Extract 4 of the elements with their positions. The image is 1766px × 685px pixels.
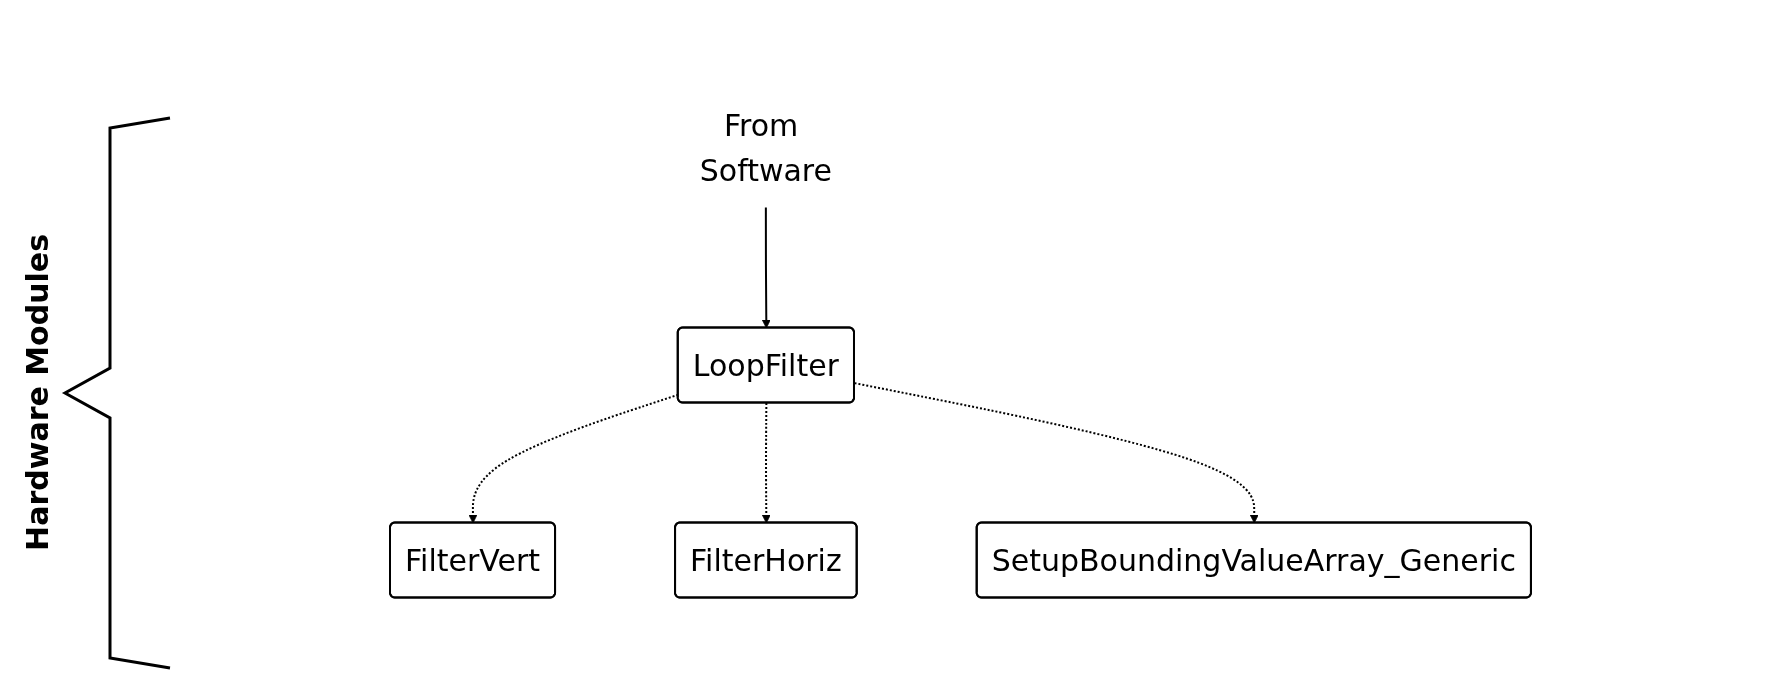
arrow (761, 402, 771, 524)
arrow (761, 206, 771, 329)
node-text: From Software (699, 107, 833, 188)
group-label: Hardware Modules (20, 234, 55, 551)
